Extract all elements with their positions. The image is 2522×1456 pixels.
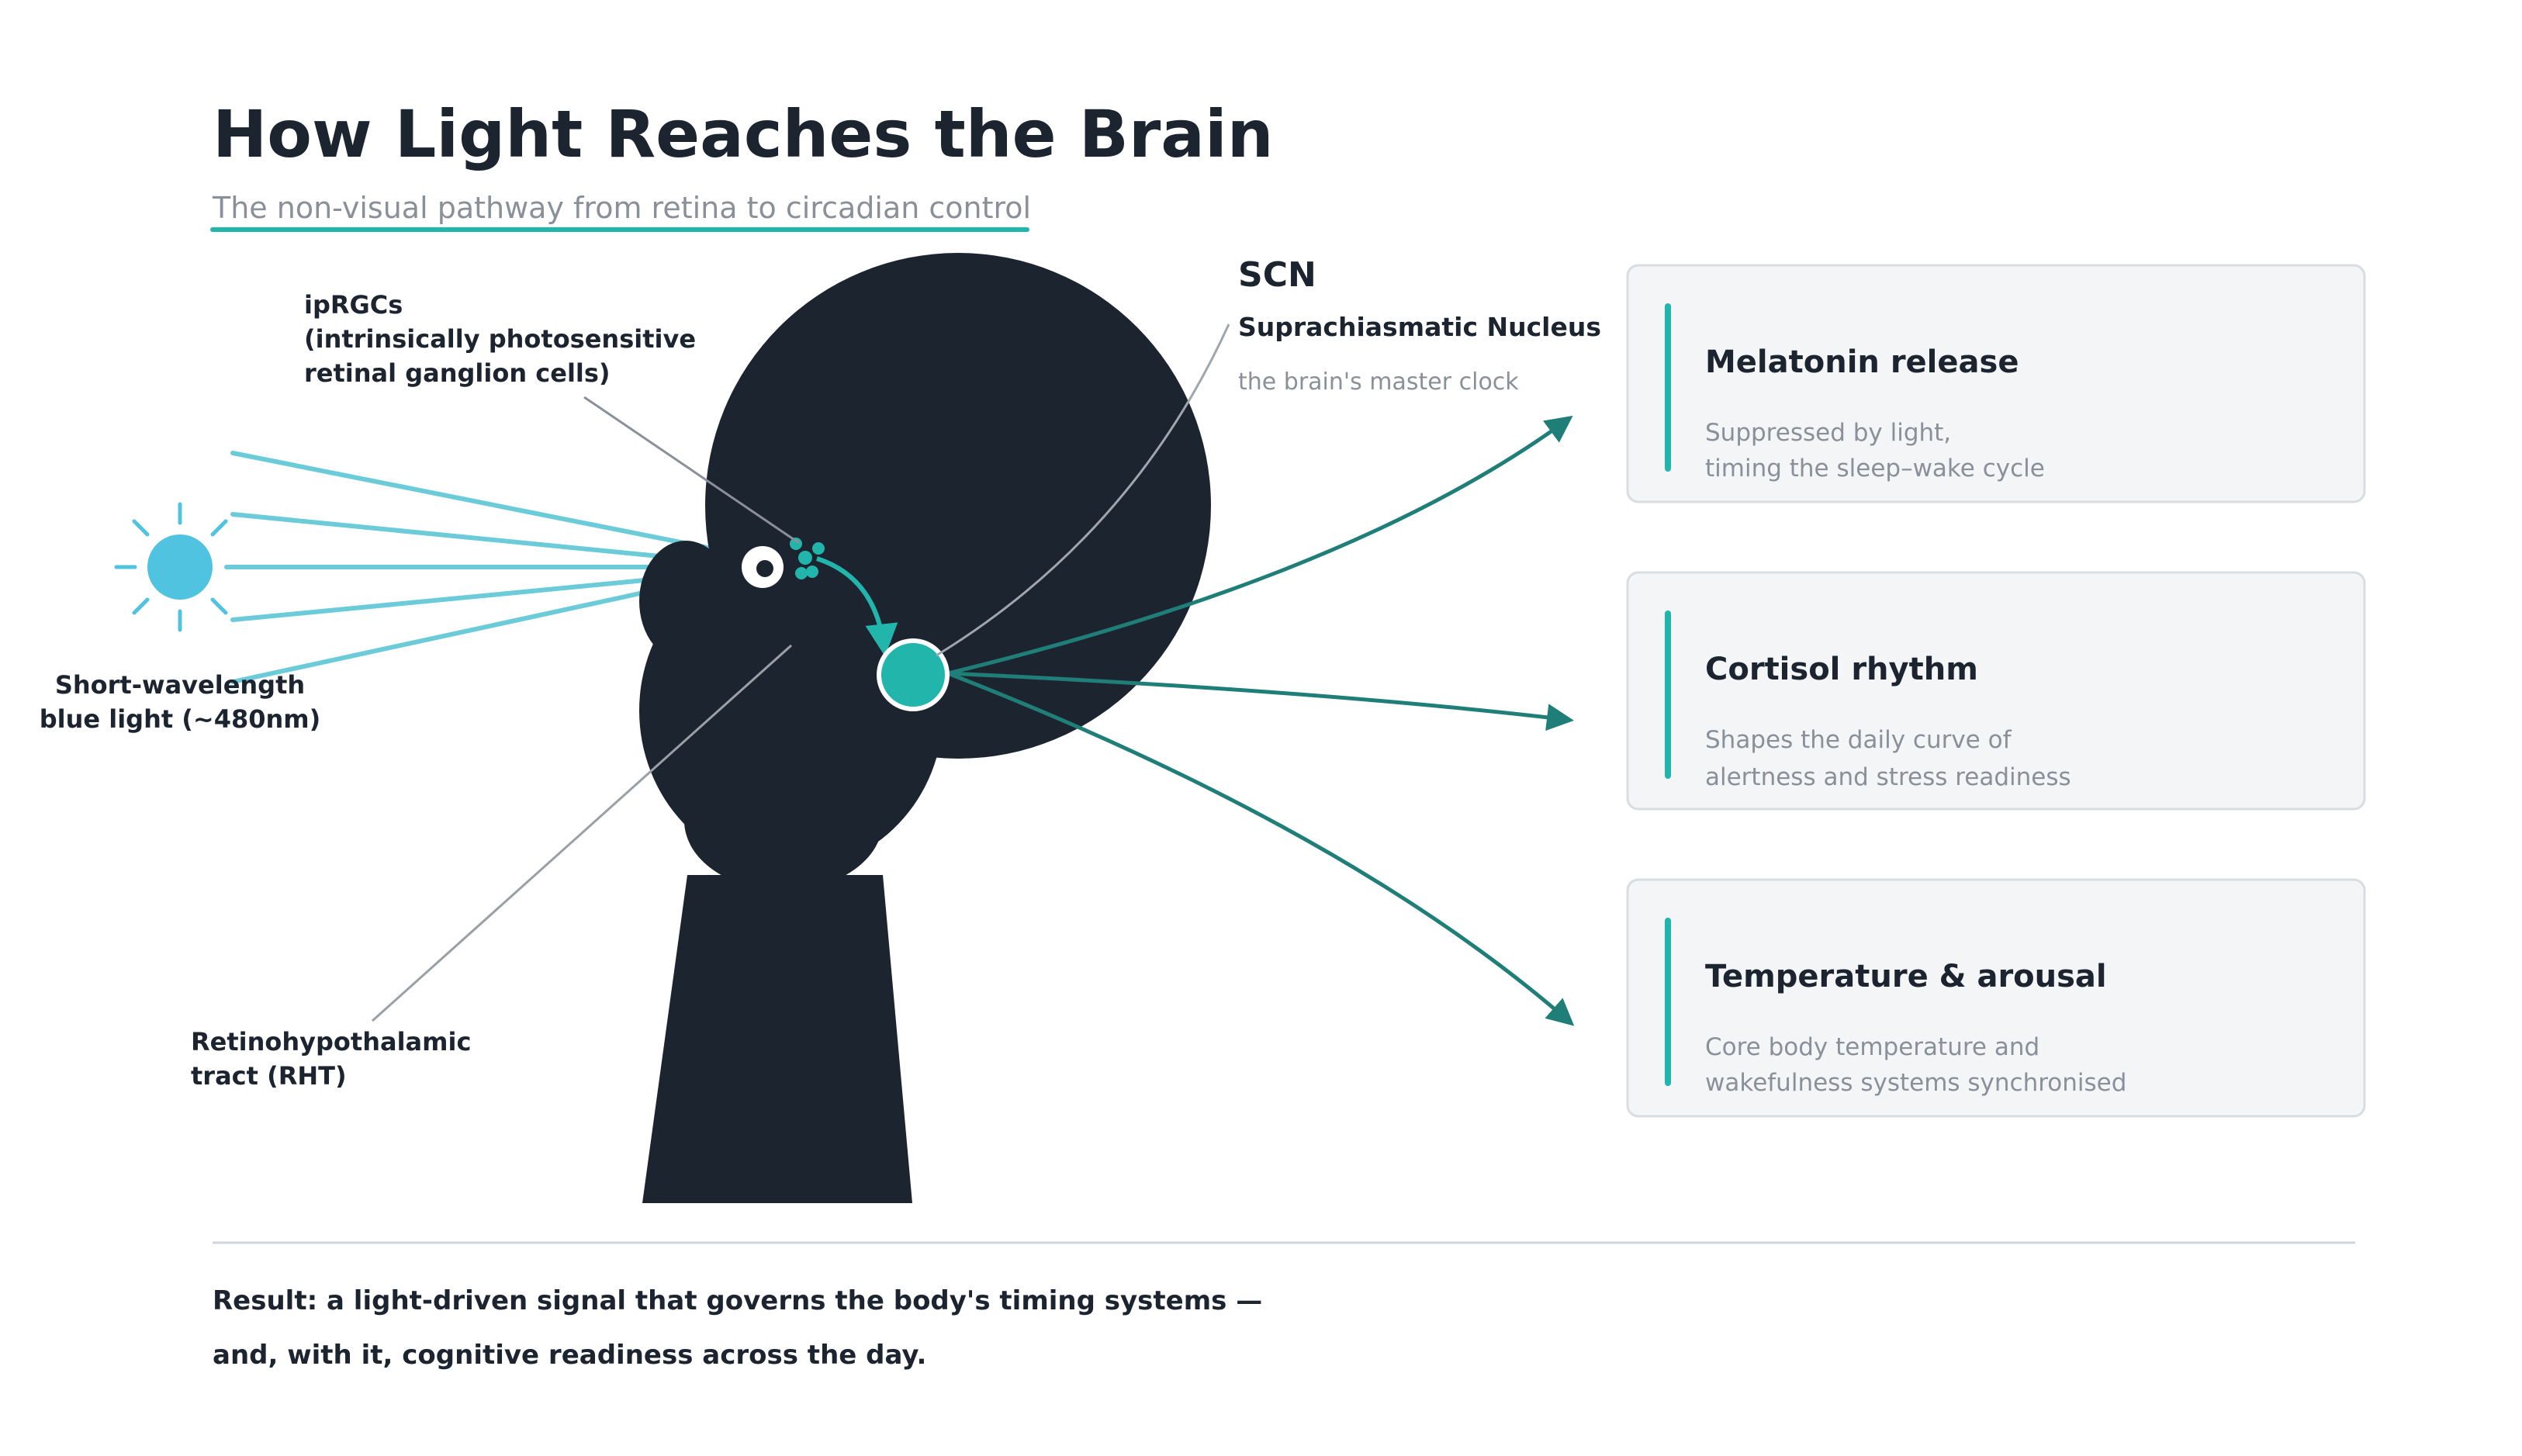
card-desc-line1: Shapes the daily curve of (1705, 726, 2012, 754)
light-label-line2: blue light (~480nm) (40, 704, 321, 734)
iprgc-label-line1: ipRGCs (304, 290, 403, 320)
light-ray (230, 451, 710, 550)
iprgc-label-line2: (intrinsically photosensitive (304, 324, 696, 354)
scn-node (877, 638, 950, 711)
iprgc-leader-line (583, 396, 800, 545)
light-ray (230, 512, 685, 561)
leader-lines (371, 323, 1230, 1022)
card-desc-line2: timing the sleep–wake cycle (1705, 455, 2045, 482)
arrow-to-melatonin (947, 415, 1573, 676)
card-cortisol: Cortisol rhythm Shapes the daily curve o… (1626, 571, 2366, 811)
scn-title: SCN (1238, 255, 1316, 295)
page-subtitle: The non-visual pathway from retina to ci… (212, 191, 1031, 225)
light-ray (230, 576, 663, 622)
card-desc-line1: Core body temperature and (1705, 1033, 2039, 1061)
card-title: Cortisol rhythm (1705, 652, 1978, 687)
rht-pathway-arrow (816, 556, 898, 657)
result-line2: and, with it, cognitive readiness across… (213, 1340, 926, 1371)
arrow-to-cortisol (947, 671, 1574, 731)
page-title: How Light Reaches the Brain (213, 96, 1274, 172)
card-title: Temperature & arousal (1705, 959, 2107, 994)
card-desc-line2: alertness and stress readiness (1705, 763, 2071, 791)
card-desc-line1: Suppressed by light, (1705, 419, 1951, 447)
iprgc-label-line3: retinal ganglion cells) (304, 358, 611, 388)
card-title: Melatonin release (1705, 344, 2019, 380)
light-ray (230, 587, 660, 684)
scn-subtitle: Suprachiasmatic Nucleus (1238, 312, 1601, 342)
sun-icon (114, 502, 228, 632)
card-temperature: Temperature & arousal Core body temperat… (1626, 878, 2366, 1118)
light-label-line1: Short-wavelength (55, 670, 305, 700)
eye-icon (742, 546, 784, 588)
result-line1: Result: a light-driven signal that gover… (213, 1285, 1262, 1316)
iprgc-cells (790, 538, 825, 579)
arrow-to-temperature (947, 671, 1575, 1026)
card-desc-line2: wakefulness systems synchronised (1705, 1069, 2126, 1097)
scn-note: the brain's master clock (1238, 368, 1519, 396)
scn-leader-line (936, 323, 1230, 657)
head-silhouette (639, 253, 1211, 1203)
scn-output-arrows (947, 415, 1575, 1026)
rht-label-line1: Retinohypothalamic (191, 1027, 471, 1057)
card-melatonin: Melatonin release Suppressed by light, t… (1626, 264, 2366, 503)
rht-leader-line (371, 644, 793, 1022)
light-rays (224, 451, 710, 684)
rht-label-line2: tract (RHT) (191, 1061, 347, 1091)
